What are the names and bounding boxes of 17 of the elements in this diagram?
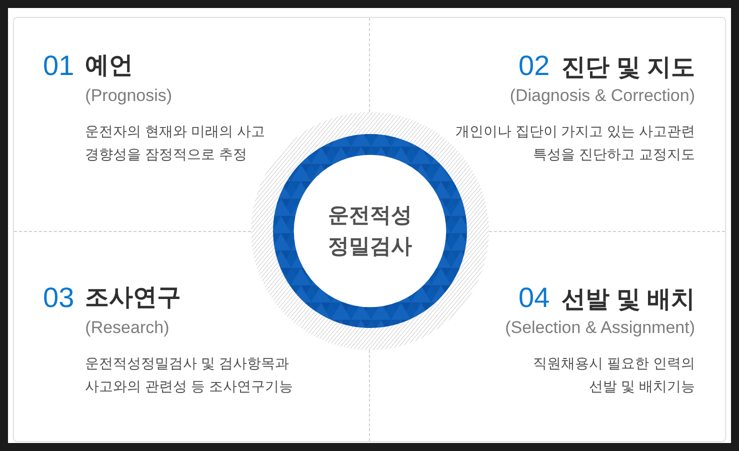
section-title: 진단 및 지도 xyxy=(562,53,695,83)
hub-title: 운전적성 정밀검사 xyxy=(328,203,412,260)
section-number: 03 xyxy=(43,282,74,314)
section-title: 예언 xyxy=(85,51,134,81)
description: 직원채용시 필요한 인력의 선발 및 배치기능 xyxy=(532,354,695,396)
section-title: 조사연구 xyxy=(85,283,182,313)
description: 개인이나 집단이 가지고 있는 사고관련 특성을 진단하고 교정지도 xyxy=(454,122,695,164)
subtitle: (Research) xyxy=(85,317,170,339)
subtitle: (Selection & Assignment) xyxy=(505,317,695,339)
section-number: 04 xyxy=(518,282,550,314)
section-title: 선발 및 배치 xyxy=(562,285,695,315)
section-number: 02 xyxy=(518,50,550,82)
section-number: 01 xyxy=(43,50,74,82)
description: 운전적성정밀검사 및 검사항목과 사고와의 관련성 등 조사연구기능 xyxy=(85,354,294,396)
subtitle: (Diagnosis & Correction) xyxy=(510,85,695,107)
subtitle: (Prognosis) xyxy=(85,85,172,107)
description: 운전자의 현재와 미래의 사고 경향성을 잠정적으로 추정 xyxy=(85,122,266,164)
